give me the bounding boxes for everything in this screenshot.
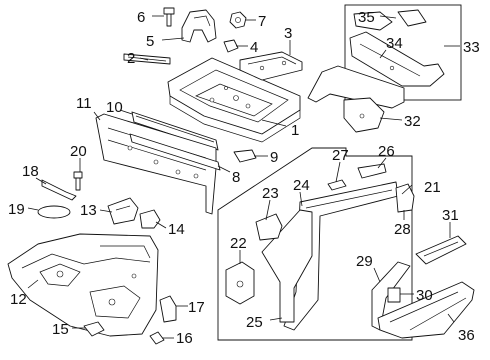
part-22-mount: [225, 261, 255, 305]
callout-19: 19: [8, 201, 25, 218]
part-36-frame: [377, 281, 475, 339]
part-23-bracket: [255, 213, 283, 241]
part-31-rail: [415, 235, 467, 265]
callout-24: 24: [293, 177, 310, 194]
part-16-clip: [149, 331, 165, 345]
part-13-bracket: [107, 197, 139, 225]
part-15-pad: [83, 321, 105, 337]
callout-1: 1: [291, 122, 299, 139]
callout-4: 4: [250, 39, 258, 56]
callout-25: 25: [246, 314, 263, 331]
callout-27: 27: [332, 147, 349, 164]
callout-17: 17: [188, 299, 205, 316]
callout-22: 22: [230, 235, 247, 252]
callout-36: 36: [458, 327, 475, 344]
callout-20: 20: [70, 143, 87, 160]
callout-9: 9: [270, 149, 278, 166]
part-5-bracket: [181, 9, 217, 43]
part-34-rail: [349, 31, 445, 87]
part-14-clip: [139, 209, 161, 229]
part-2-strip: [123, 53, 171, 65]
callout-3: 3: [284, 25, 292, 42]
group-box-21: [217, 147, 413, 341]
part-7-nut: [229, 11, 247, 29]
part-28-bracket: [395, 183, 415, 213]
part-27-clip: [327, 179, 347, 191]
callout-13: 13: [80, 202, 97, 219]
part-6-bolt: [163, 7, 175, 27]
callout-labels: 1 2 3 4 5 6 7 8 9 10 11 12 13 14 15 16 1…: [8, 9, 480, 347]
part-26-bracket: [357, 163, 387, 179]
part-3-crossmember: [239, 51, 303, 81]
part-32-rear-rail: [307, 65, 405, 133]
callout-18: 18: [22, 163, 39, 180]
part-10-crossbar: [131, 111, 219, 151]
callout-5: 5: [146, 33, 154, 50]
callout-16: 16: [176, 330, 193, 347]
callout-8: 8: [232, 169, 240, 186]
callout-2: 2: [127, 50, 135, 67]
part-1-rear-floor-pan: [167, 57, 301, 143]
callout-26: 26: [378, 143, 395, 160]
callout-10: 10: [106, 99, 123, 116]
callout-33: 33: [463, 39, 480, 56]
callout-28: 28: [394, 221, 411, 238]
callout-14: 14: [168, 221, 185, 238]
callout-6: 6: [137, 9, 145, 26]
part-20-bolt: [73, 171, 83, 191]
callout-32: 32: [404, 113, 421, 130]
part-18-strap: [41, 179, 77, 201]
callout-7: 7: [258, 13, 266, 30]
callout-12: 12: [10, 291, 27, 308]
part-9-bracket: [233, 149, 257, 163]
callout-11: 11: [76, 95, 92, 112]
leader-lines: [27, 15, 460, 339]
part-29-bracket: [371, 261, 411, 331]
callout-21: 21: [424, 179, 441, 196]
callout-34: 34: [386, 35, 403, 52]
part-30-clip: [387, 287, 401, 303]
callout-30: 30: [416, 287, 433, 304]
part-19-ring: [37, 205, 71, 219]
callout-29: 29: [356, 253, 373, 270]
callout-35: 35: [358, 9, 375, 26]
callout-31: 31: [442, 207, 459, 224]
part-12-floor-pan: [7, 233, 159, 337]
callout-23: 23: [262, 185, 279, 202]
part-25-lower-rail: [261, 209, 313, 323]
part-8-bar: [129, 133, 221, 171]
callout-15: 15: [52, 321, 69, 338]
part-17-bracket: [159, 295, 177, 323]
part-4-clip: [223, 39, 239, 53]
